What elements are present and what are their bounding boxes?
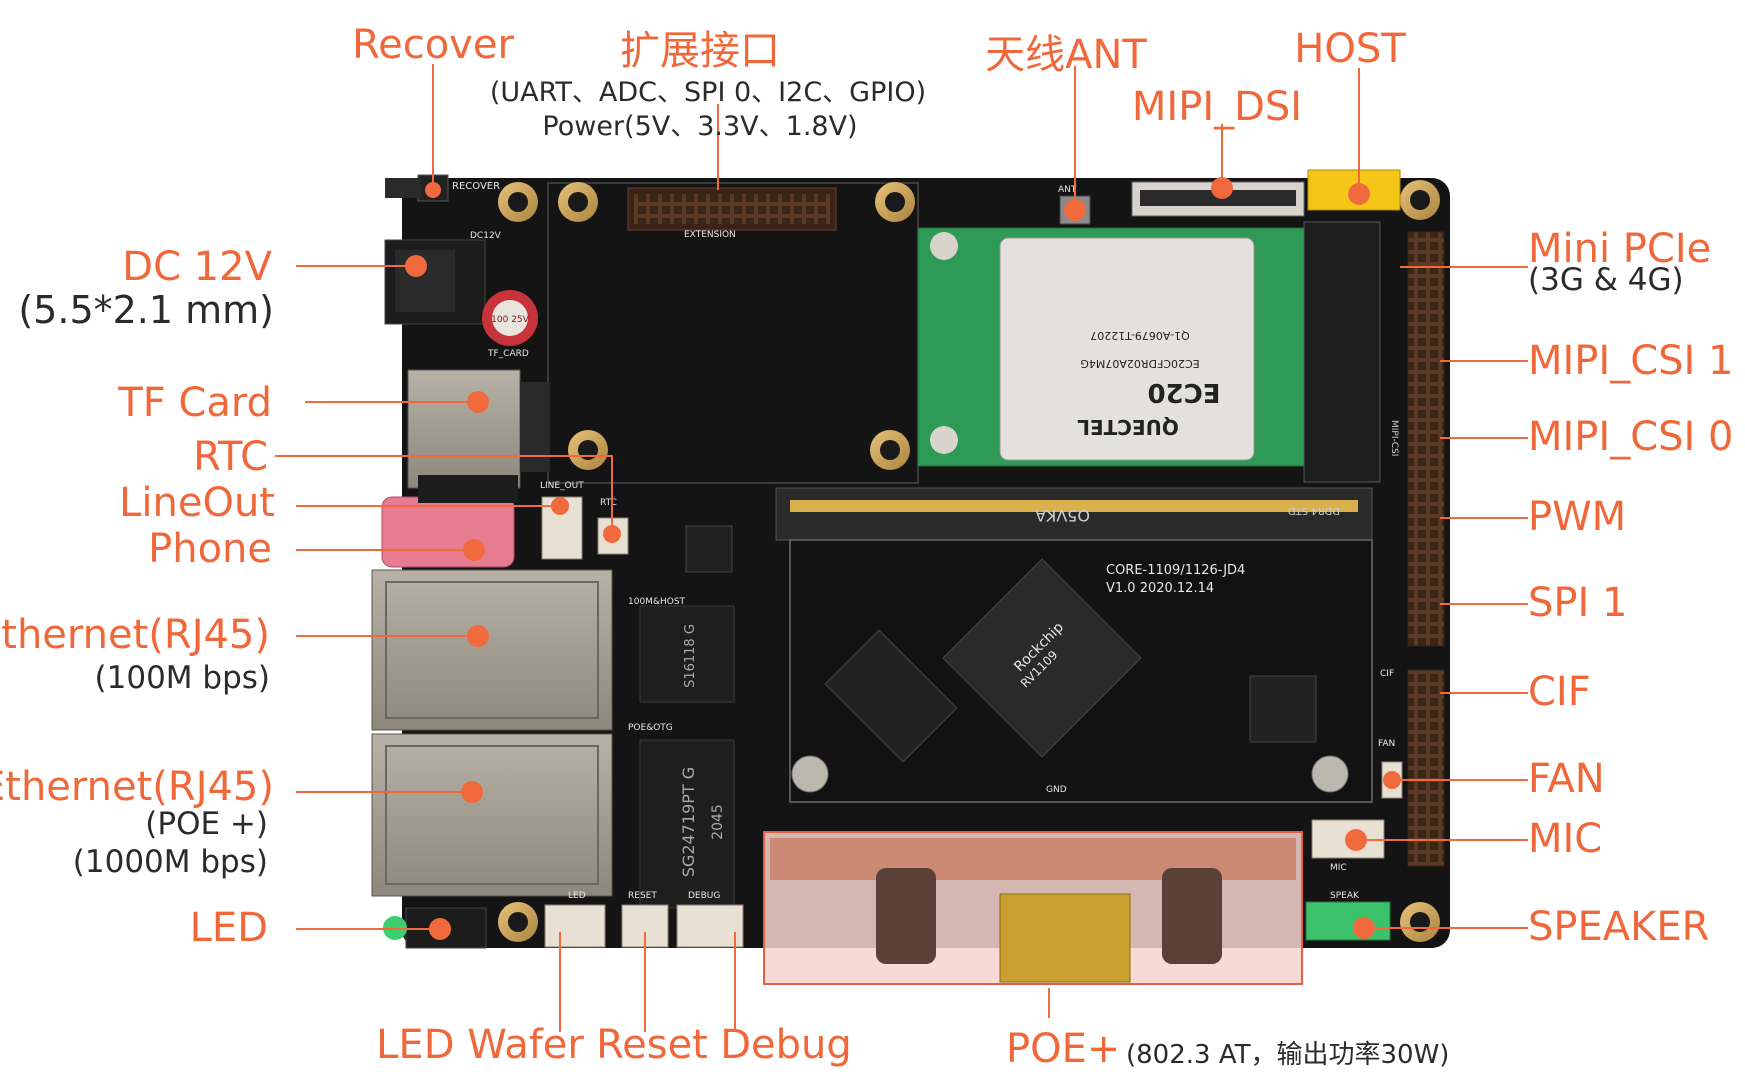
poe-transformer (999, 893, 1131, 983)
label-cif: CIF (1528, 669, 1591, 715)
mipi-csi-header (1407, 231, 1445, 647)
silk-quectel: QUECTEL (1077, 415, 1179, 439)
label-eth2-sub1: (POE +) (145, 806, 268, 842)
label-rtc: RTC (193, 434, 268, 480)
debug-connector (676, 904, 744, 948)
poe-cap-left (876, 868, 936, 964)
label-extension-sub1: (UART、ADC、SPI 0、I2C、GPIO) (489, 77, 927, 108)
silk-fan: FAN (1378, 739, 1395, 749)
label-extension-sub2: Power(5V、3.3V、1.8V) (542, 111, 858, 142)
label-mini-pcie: Mini PCIe (1528, 226, 1712, 272)
label-tf-card: TF Card (118, 380, 272, 426)
transformer-1000m (639, 739, 735, 909)
poe-cap-right (1162, 868, 1222, 964)
label-mic: MIC (1528, 816, 1603, 862)
core-screw-right (1311, 755, 1349, 793)
label-spi1: SPI 1 (1528, 580, 1628, 626)
label-eth1: Ethernet(RJ45) (0, 612, 270, 658)
silk-ant: ANT (1058, 185, 1077, 195)
silk-core-line1: CORE-1109/1126-JD4 (1106, 563, 1245, 578)
led-wafer-connector (544, 904, 606, 948)
silk-debug: DEBUG (688, 891, 720, 901)
audio-codec-chip (685, 525, 733, 573)
label-pwm: PWM (1528, 494, 1627, 540)
label-poe: POE+ (1006, 1026, 1121, 1072)
label-led: LED (189, 905, 268, 951)
silk-speak: SPEAK (1330, 891, 1360, 901)
silk-osvka: O5VKA (1035, 506, 1090, 525)
rj45-100m (371, 569, 613, 731)
label-mipi-csi0: MIPI_CSI 0 (1528, 414, 1734, 460)
silk-led: LED (568, 891, 586, 901)
label-antenna: 天线ANT (985, 32, 1147, 78)
label-mipi-csi1: MIPI_CSI 1 (1528, 338, 1734, 384)
silk-module-sn: Q1-A0679-T12207 (1090, 329, 1190, 342)
label-dc12v-sub: (5.5*2.1 mm) (18, 288, 274, 332)
rj45-1000m (371, 733, 613, 897)
label-eth2: Ethernet(RJ45) (0, 764, 274, 810)
silk-extension: EXTENSION (684, 230, 736, 240)
label-eth2-sub2: (1000M bps) (72, 844, 268, 880)
silk-module-model: EC20CFDR02A07M4G (1080, 357, 1199, 370)
label-recover: Recover (352, 22, 514, 68)
silk-cap: 100 25V (491, 315, 529, 325)
silk-transformer1: S16118 G (683, 624, 698, 688)
leader-lines (275, 64, 1528, 1032)
silk-mipi-csi: MIPI-CSI (1389, 420, 1399, 456)
label-phone: Phone (148, 526, 272, 572)
silk-reset: RESET (628, 891, 657, 901)
mounting-holes (498, 180, 1440, 942)
label-host: HOST (1294, 26, 1406, 72)
mini-pcie-slot (1303, 221, 1381, 483)
label-speaker: SPEAKER (1528, 904, 1710, 950)
silk-gnd: GND (1046, 785, 1067, 795)
ddr-chip (824, 629, 958, 763)
silk-line-out: LINE_OUT (540, 481, 584, 491)
silk-ec20: EC20 (1147, 377, 1220, 407)
label-lineout: LineOut (119, 480, 275, 526)
label-debug: Debug (720, 1022, 852, 1068)
silk-host100: 100M&HOST (628, 597, 686, 607)
label-extension: 扩展接口 (620, 28, 780, 74)
marker-dots (405, 177, 1401, 940)
silk-recover: RECOVER (452, 181, 500, 192)
silk-cif: CIF (1380, 669, 1394, 679)
label-led-wafer: LED Wafer (376, 1022, 584, 1068)
silk-core-line2: V1.0 2020.12.14 (1106, 581, 1214, 596)
label-dc12v: DC 12V (122, 244, 272, 290)
silk-mic: MIC (1330, 863, 1347, 873)
label-reset: Reset (596, 1022, 708, 1068)
silk-poe-otg: POE&OTG (628, 723, 673, 733)
silk-dc12v: DC12V (470, 231, 502, 241)
label-fan: FAN (1528, 756, 1605, 802)
silk-transformer2-date: 2045 (710, 804, 726, 840)
label-mini-pcie-sub: (3G & 4G) (1528, 262, 1684, 298)
phone-jack (381, 496, 515, 568)
transformer-100m (639, 605, 735, 703)
cif-header (1407, 669, 1445, 867)
label-poe-sub: (802.3 AT，输出功率30W) (1126, 1040, 1450, 1070)
silk-rtc: RTC (600, 498, 617, 508)
label-mipi-dsi: MIPI_DSI (1131, 84, 1303, 130)
tf-card-slot (407, 369, 521, 489)
lte-module-shield (999, 237, 1255, 461)
rockchip-soc (942, 558, 1142, 758)
label-eth1-sub: (100M bps) (94, 660, 270, 696)
silk-tf-card: TF_CARD (487, 349, 529, 359)
silk-transformer2: SG24719PT G (679, 767, 698, 877)
silk-ddr: DDR4 STD (1288, 505, 1340, 516)
speaker-wafer (1305, 901, 1391, 941)
rockchip-pmic (1249, 675, 1317, 743)
core-screw-left (791, 755, 829, 793)
